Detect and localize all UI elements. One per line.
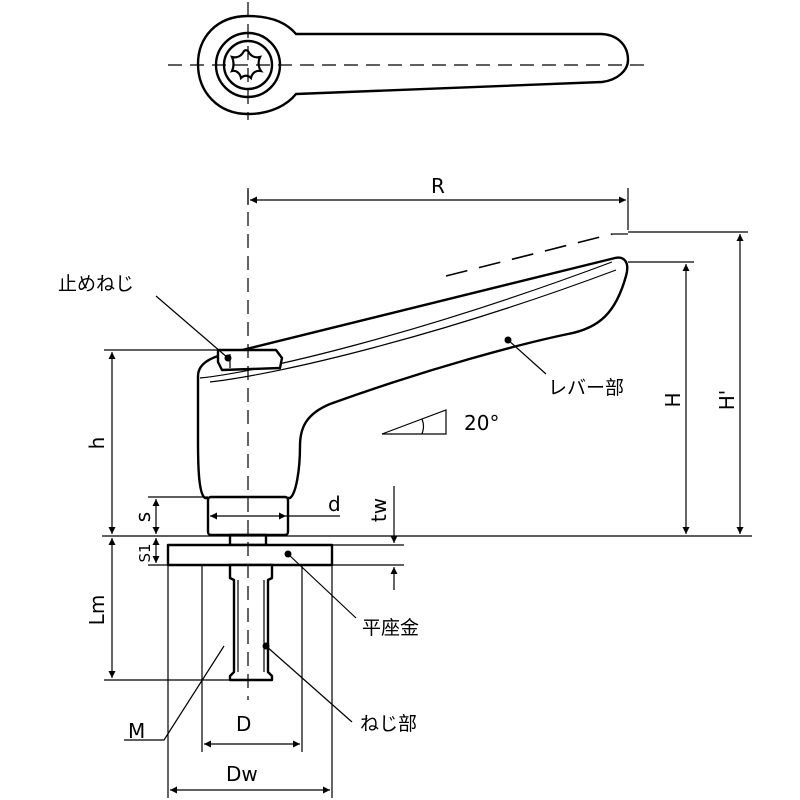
dim-label-M: M (128, 719, 145, 743)
flat-washer (166, 543, 334, 567)
dim-label-d: d (328, 492, 341, 516)
labels: R 止めねじ レバー部 20° 平座金 ねじ部 d D Dw M h s S1 … (58, 174, 739, 786)
leader-lines (124, 295, 547, 741)
dim-label-R: R (431, 174, 445, 198)
lever-edge-highlight (209, 269, 617, 383)
dim-label-s1: S1 (136, 543, 154, 562)
label-angle: 20° (464, 411, 499, 435)
label-set-screw: 止めねじ (58, 273, 134, 295)
dim-label-Dw: Dw (226, 762, 258, 786)
dim-label-tw: tw (367, 498, 391, 522)
label-thread-part: ねじ部 (360, 713, 417, 735)
angle-triangle (381, 409, 447, 435)
dim-label-s: s (131, 512, 155, 522)
leader-M (124, 645, 225, 741)
dim-label-H-prime: H' (715, 390, 739, 411)
raised-lever-position (445, 233, 613, 277)
leader-lever (507, 339, 547, 375)
dim-label-H: H (661, 392, 685, 407)
top-view (168, 2, 650, 120)
angle-arc (421, 418, 425, 435)
torx-socket-icon (229, 49, 264, 81)
leader-set-screw (155, 295, 229, 359)
dim-label-Lm: Lm (85, 595, 109, 626)
dim-label-D: D (236, 712, 251, 736)
leader-washer (287, 553, 357, 619)
leader-thread (265, 645, 353, 723)
lever-top-edge (199, 261, 613, 379)
threaded-stud (228, 563, 274, 682)
label-flat-washer: 平座金 (362, 617, 419, 639)
side-view (166, 190, 629, 700)
dimension-lines (102, 188, 752, 798)
dim-label-h: h (85, 437, 109, 450)
set-screw (216, 348, 284, 372)
label-lever-part: レバー部 (548, 377, 624, 399)
lever-body (196, 256, 629, 500)
